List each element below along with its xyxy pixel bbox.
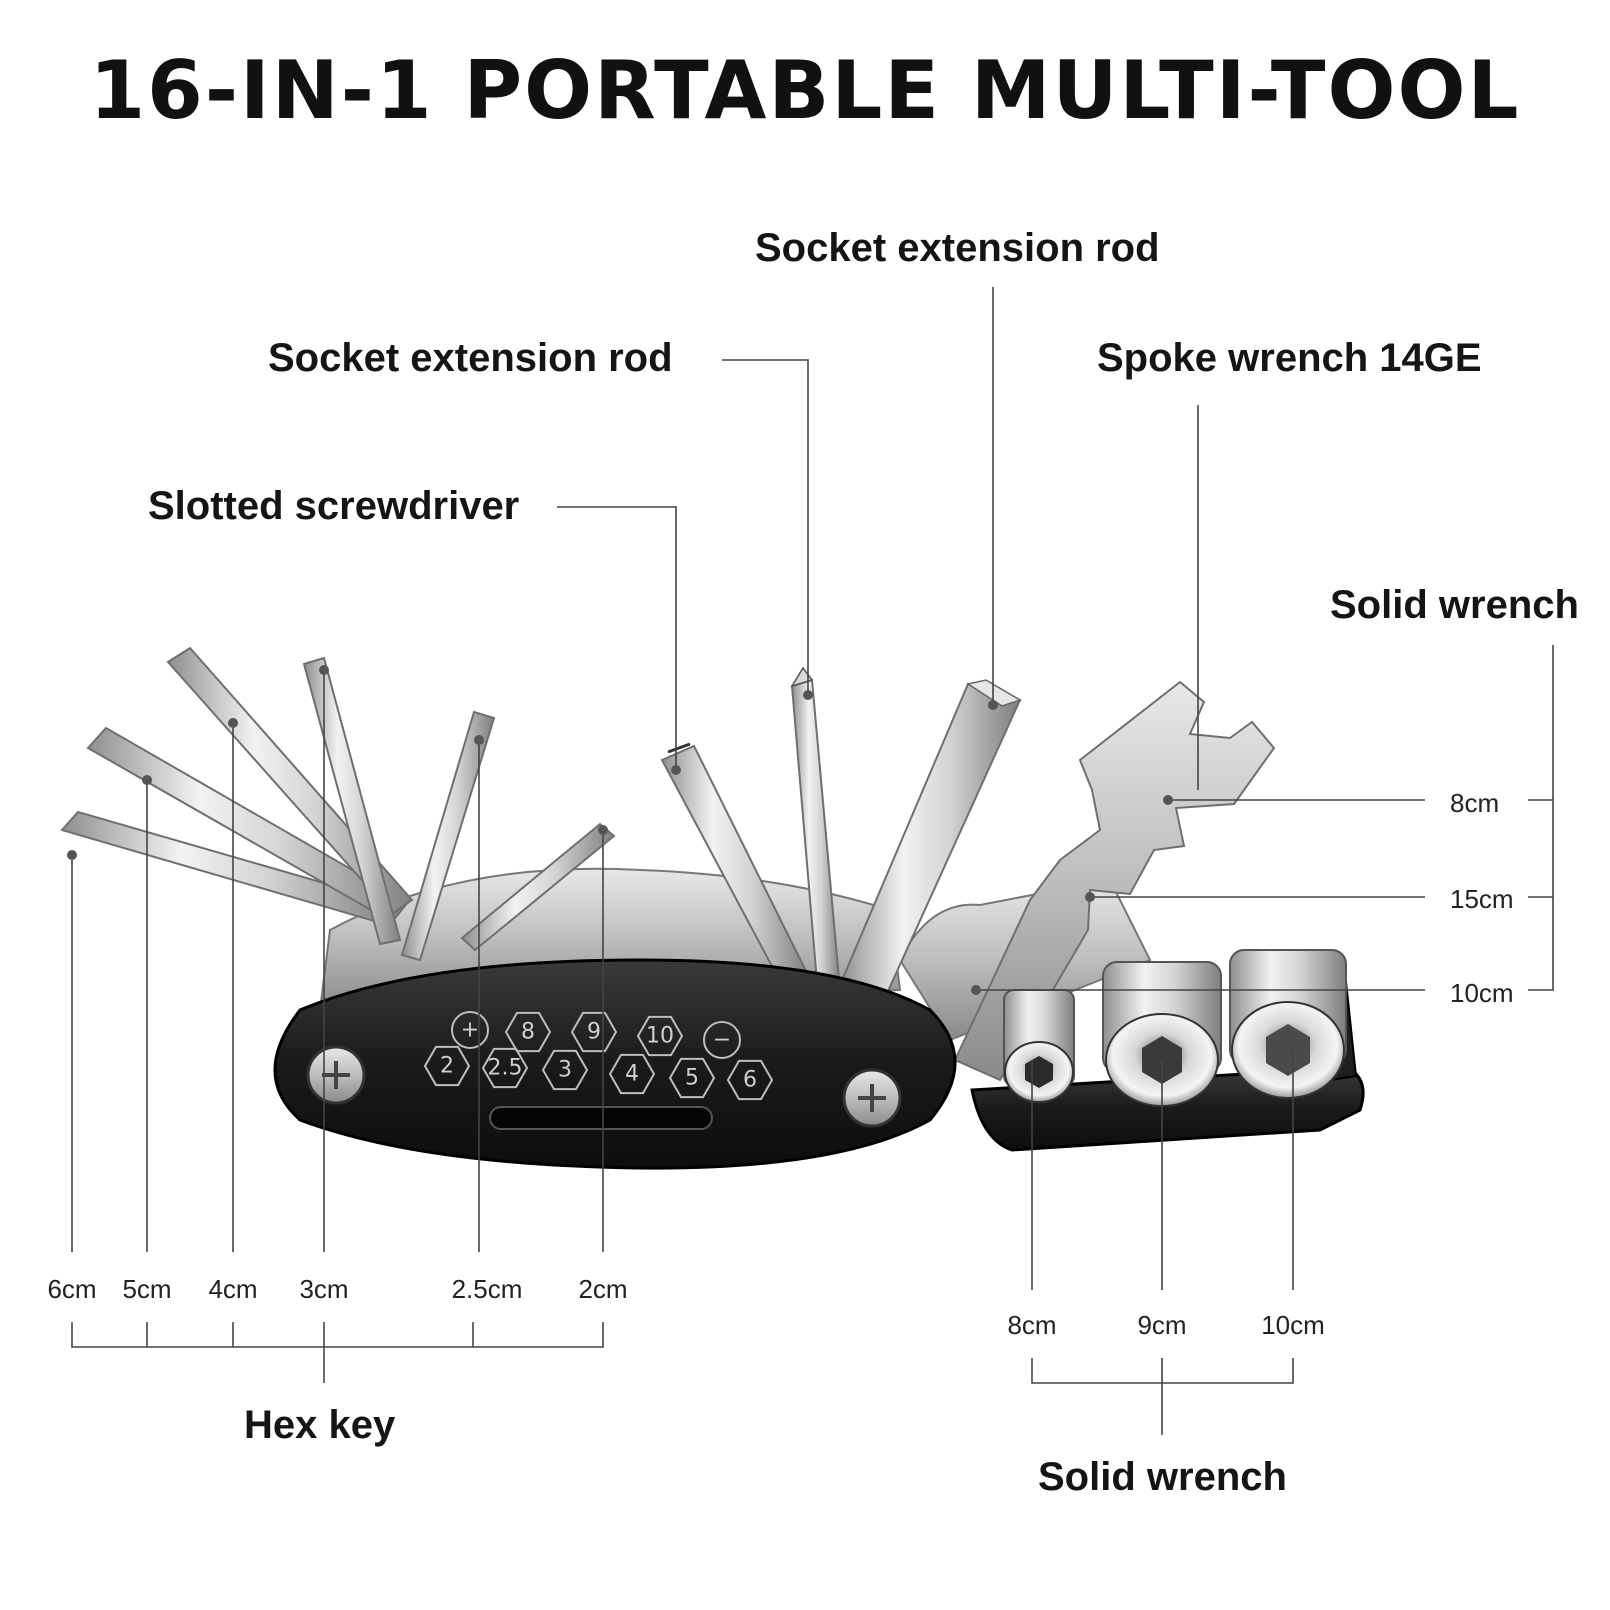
size-badge: 10 (636, 1015, 684, 1057)
badge-label: 3 (558, 1058, 572, 1083)
label-hex-key: Hex key (244, 1403, 396, 1447)
badge-label: 2 (440, 1054, 454, 1079)
size-badge: 5 (668, 1057, 716, 1099)
badge-outline (726, 1059, 774, 1101)
size-badge: 8 (504, 1011, 552, 1053)
badge-label: + (461, 1018, 479, 1043)
solid-wrench-size: 9cm (1137, 1310, 1187, 1340)
socket-10 (1229, 949, 1347, 1099)
badge-label: 6 (743, 1068, 757, 1093)
size-badge: − (703, 1021, 741, 1059)
size-badge: 2.5 (481, 1047, 529, 1089)
hex-key-4 (166, 646, 414, 916)
callout-leaders (71, 287, 1554, 1435)
page-title: 16-IN-1 PORTABLE MULTI-TOOL (89, 44, 1521, 137)
badge-label: 4 (625, 1062, 639, 1087)
label-socket-extension-rod-left: Socket extension rod (268, 336, 673, 380)
hex-key-size: 2cm (578, 1274, 628, 1304)
badge-label: 2.5 (488, 1056, 523, 1081)
bracket-solid-wrench-right (1528, 799, 1554, 991)
badge-outline (668, 1057, 716, 1099)
badge-label: 9 (587, 1020, 601, 1045)
size-badge: 3 (541, 1049, 589, 1091)
size-badge: 4 (608, 1053, 656, 1095)
bracket-hex-key (71, 1322, 604, 1348)
badge-label: 5 (685, 1066, 699, 1091)
badge-outline (636, 1015, 684, 1057)
screw-left (306, 1045, 366, 1105)
leader-endpoints (67, 665, 1173, 995)
solid-wrench-side-size: 15cm (1450, 884, 1514, 914)
size-badge: 6 (726, 1059, 774, 1101)
screw-right (842, 1068, 902, 1128)
badge-outline (703, 1021, 741, 1059)
badge-outline (570, 1011, 618, 1053)
badge-label: 10 (646, 1024, 674, 1049)
label-socket-extension-rod-top: Socket extension rod (755, 226, 1160, 270)
badge-outline (481, 1047, 529, 1089)
hex-key-size: 3cm (299, 1274, 349, 1304)
hex-key-2 (460, 822, 616, 952)
badge-outline (541, 1049, 589, 1091)
hex-key-size: 5cm (122, 1274, 172, 1304)
badge-outline (504, 1011, 552, 1053)
hex-key-size: 6cm (47, 1274, 97, 1304)
hex-key-2-5 (400, 710, 496, 962)
solid-wrench-size: 8cm (1007, 1310, 1057, 1340)
solid-wrench-side-size: 10cm (1450, 978, 1514, 1008)
leader-slotted-screwdriver (557, 506, 677, 770)
label-spoke-wrench: Spoke wrench 14GE (1097, 336, 1482, 380)
socket-8 (1003, 989, 1075, 1103)
size-badge: 2 (423, 1045, 471, 1087)
hex-key-size: 4cm (208, 1274, 258, 1304)
handle-markings-bottom: 2 2.5 3 4 5 6 (423, 1045, 774, 1101)
badge-label: − (713, 1028, 731, 1053)
leader-socket-rod-left (722, 359, 809, 695)
size-badge: 9 (570, 1011, 618, 1053)
badge-outline (451, 1011, 489, 1049)
label-solid-wrench-bottom: Solid wrench (1038, 1455, 1287, 1499)
label-solid-wrench-right: Solid wrench (1330, 583, 1579, 627)
hex-key-size: 2.5cm (451, 1274, 523, 1304)
hex-key-3 (302, 656, 402, 946)
handle-markings-top: +8 9 10 − (451, 1011, 741, 1059)
badge-label: 8 (521, 1020, 535, 1045)
badge-outline (608, 1053, 656, 1095)
spoke-wrench-plate (953, 680, 1276, 1082)
badge-outline (423, 1045, 471, 1087)
solid-wrench-side-size: 8cm (1450, 788, 1500, 818)
solid-wrench-size: 10cm (1261, 1310, 1325, 1340)
size-badge: + (451, 1011, 489, 1049)
label-slotted-screwdriver: Slotted screwdriver (148, 484, 520, 528)
